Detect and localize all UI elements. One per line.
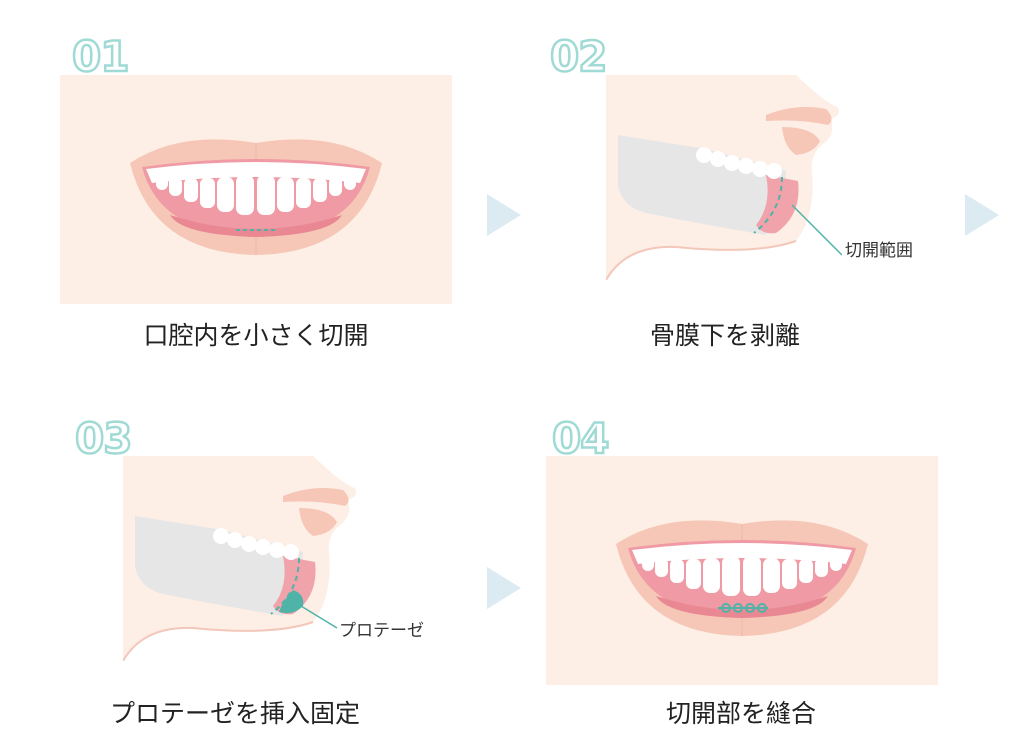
step-number-02: 02	[549, 32, 609, 81]
callout-prosthesis: プロテーゼ	[339, 621, 424, 641]
step-01-illustration	[60, 75, 452, 304]
step-02-caption: 骨膜下を剥離	[649, 321, 800, 350]
mouth-open-incision	[130, 139, 382, 255]
arrow-right-icon-3	[487, 567, 521, 609]
mouth-open-sutured	[616, 520, 868, 636]
side-profile-periosteum	[606, 75, 842, 280]
step-04-caption: 切開部を縫合	[665, 699, 816, 728]
step-02-illustration	[606, 75, 842, 280]
step-01-caption: 口腔内を小さく切開	[143, 321, 369, 350]
side-profile-prosthesis	[123, 456, 357, 661]
step-03-illustration	[123, 456, 359, 661]
callout-incision-area: 切開範囲	[845, 241, 913, 261]
step-number-03: 03	[74, 414, 134, 463]
arrow-right-icon-1	[487, 194, 521, 236]
arrow-right-icon-2	[965, 194, 999, 236]
step-number-01: 01	[71, 32, 131, 81]
suture-stitches	[718, 603, 768, 613]
prosthesis-implant	[279, 590, 304, 614]
step-03-caption: プロテーゼを挿入固定	[109, 699, 360, 728]
step-04-illustration	[546, 456, 938, 685]
step-number-04: 04	[551, 414, 611, 463]
